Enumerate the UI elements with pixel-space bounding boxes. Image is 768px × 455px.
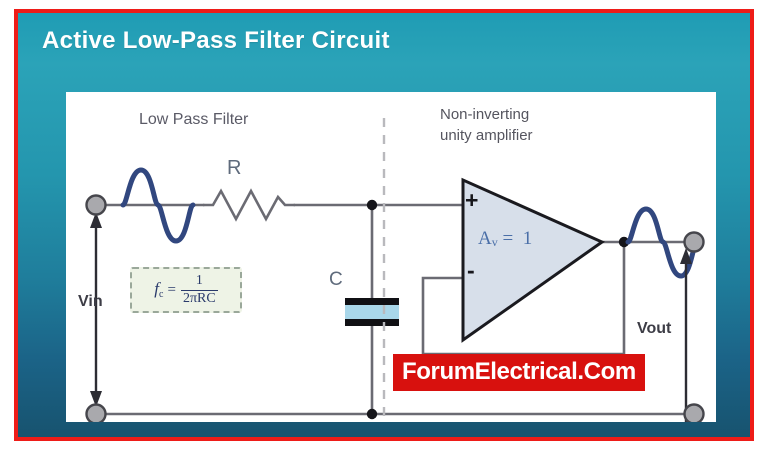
formula-fraction: 1 2πRC (180, 272, 218, 306)
terminal-output-bottom[interactable] (683, 403, 705, 423)
junction-dot-ground (366, 408, 378, 420)
junction-dot-output (618, 236, 630, 248)
cutoff-frequency-formula-box: fc = 1 2πRC (130, 267, 242, 313)
circuit-svg (85, 118, 705, 423)
input-waveform (120, 167, 196, 244)
formula-symbol: fc (154, 280, 163, 300)
watermark-banner: ForumElectrical.Com (393, 354, 645, 391)
terminal-group (85, 194, 705, 423)
terminal-input-top[interactable] (85, 194, 107, 216)
capacitor-symbol (345, 298, 399, 326)
formula-denominator: 2πRC (180, 289, 218, 306)
vout-arrow (680, 248, 692, 422)
formula-symbol-f: f (154, 279, 160, 298)
formula-symbol-subscript: c (159, 289, 164, 300)
terminal-input-bottom[interactable] (85, 403, 107, 423)
formula-numerator: 1 (195, 272, 203, 288)
terminal-output-top[interactable] (683, 231, 705, 253)
vin-arrow (90, 212, 102, 407)
page-title: Active Low-Pass Filter Circuit (42, 27, 390, 54)
opamp-triangle (461, 177, 606, 343)
output-waveform (625, 206, 699, 279)
formula-equals: = (167, 281, 176, 298)
poster-frame: Active Low-Pass Filter Circuit (14, 9, 754, 441)
resistor-symbol (203, 188, 295, 222)
wire-group (102, 203, 688, 416)
junction-dot-rc (366, 199, 378, 211)
formula-expression: fc = 1 2πRC (154, 272, 218, 306)
